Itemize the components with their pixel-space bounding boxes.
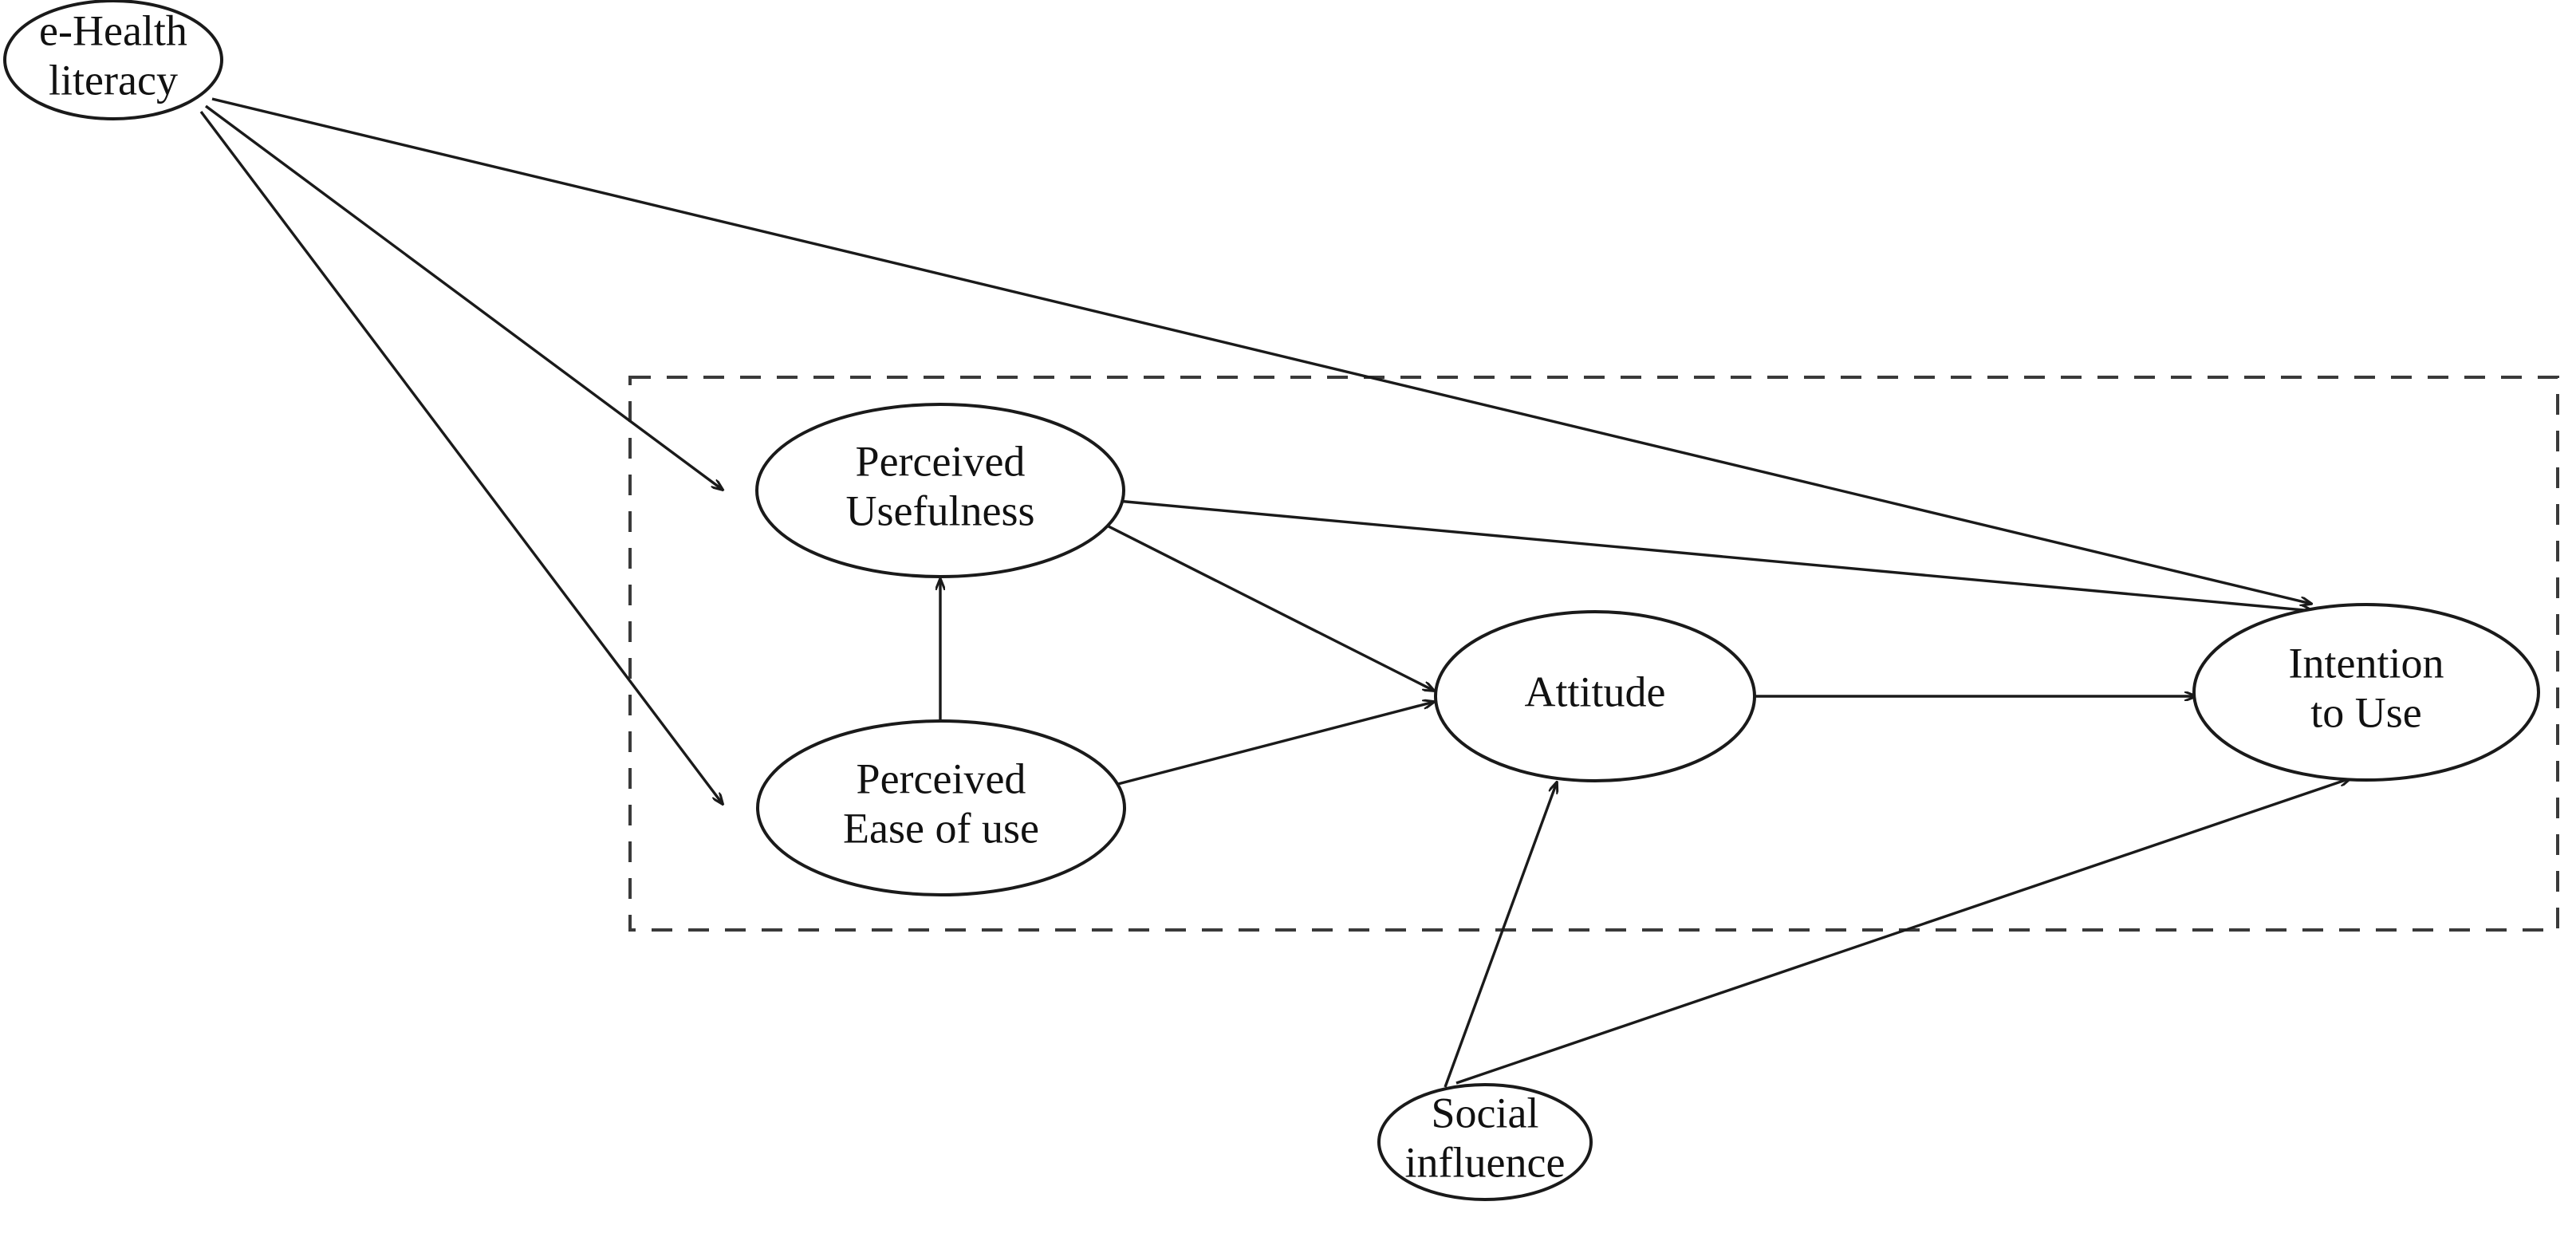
node-label-intention-to-use: Intention <box>2289 639 2444 687</box>
edge-ehealth-to-intention <box>211 97 2311 604</box>
node-label-perceived-ease-of-use: Ease of use <box>843 804 1039 852</box>
node-shape-perceived-usefulness <box>755 403 1125 578</box>
edge-ease-to-attitude <box>1114 702 1434 786</box>
node-label-perceived-ease-of-use: Perceived <box>857 754 1026 802</box>
edge-social-to-intention <box>1455 778 2350 1085</box>
node-label-social-influence: influence <box>1405 1138 1566 1186</box>
node-label-social-influence: Social <box>1432 1089 1539 1137</box>
edge-ehealth-to-ease <box>199 110 723 804</box>
node-shape-social-influence <box>1377 1083 1593 1201</box>
node-shape-attitude <box>1434 610 1756 782</box>
node-attitude[interactable]: Attitude <box>1434 610 1756 782</box>
node-label-ehealth-literacy: literacy <box>49 56 178 104</box>
node-shape-perceived-ease-of-use <box>756 719 1126 896</box>
edge-usefulness-to-intention <box>1108 498 2313 611</box>
node-shape-ehealth-literacy <box>3 0 223 120</box>
node-shape-intention-to-use <box>2192 603 2540 782</box>
edge-ehealth-to-usefulness <box>204 104 723 490</box>
edge-usefulness-to-attitude <box>1108 525 1434 691</box>
edge-layer <box>199 97 2350 1088</box>
edge-social-to-attitude <box>1444 782 1557 1088</box>
node-layer: e-HealthliteracyPerceivedUsefulnessPerce… <box>3 0 2540 1201</box>
tam-core-dashed-box <box>628 376 2559 932</box>
node-label-attitude: Attitude <box>1525 668 1666 715</box>
node-label-perceived-usefulness: Usefulness <box>846 487 1035 534</box>
node-label-perceived-usefulness: Perceived <box>856 437 1026 485</box>
node-label-intention-to-use: to Use <box>2310 688 2421 736</box>
node-label-ehealth-literacy: e-Health <box>39 6 187 54</box>
